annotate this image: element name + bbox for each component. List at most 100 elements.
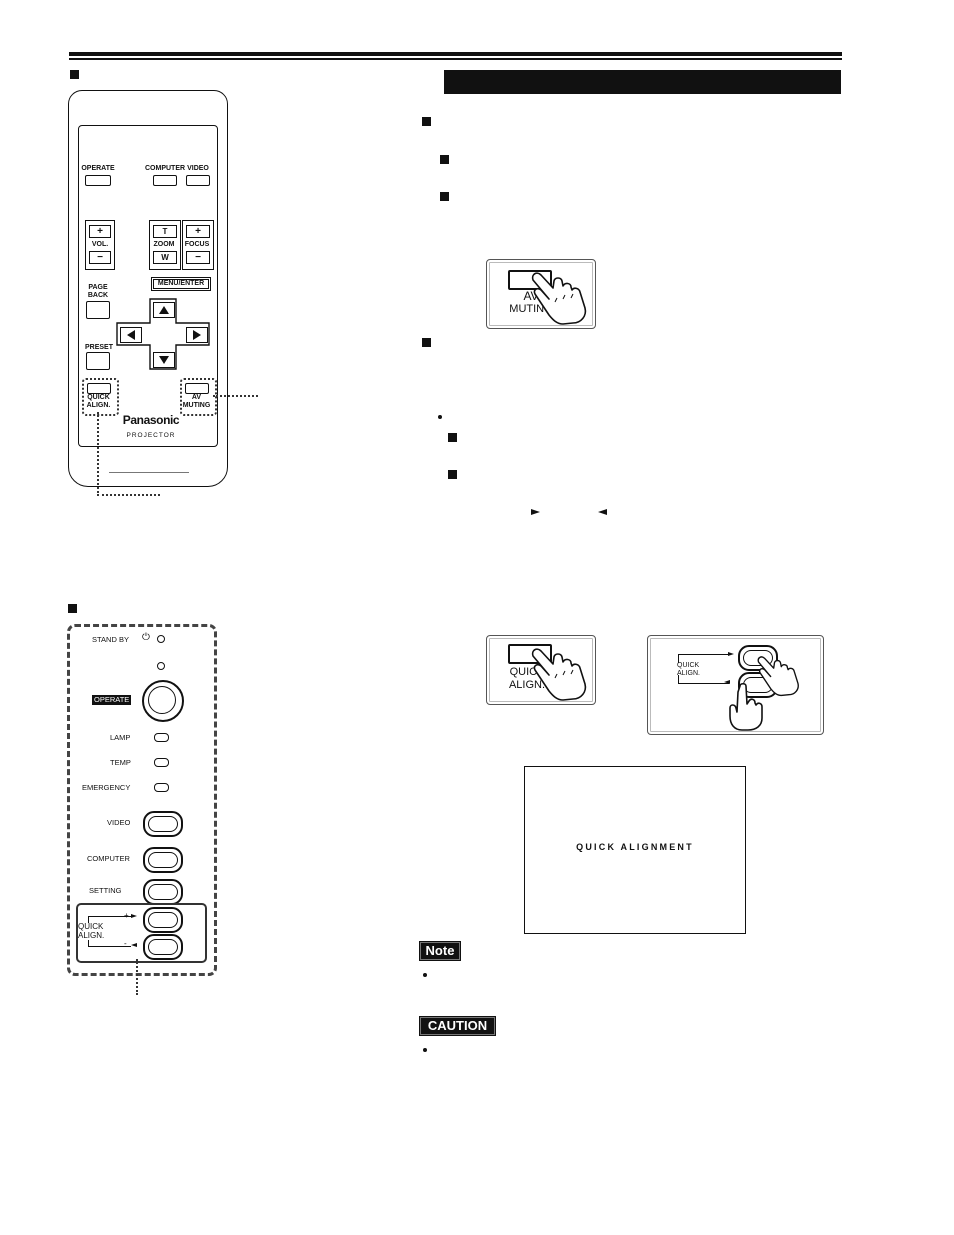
av-muting-highlight bbox=[180, 378, 217, 416]
emergency-indicator bbox=[154, 783, 169, 792]
panel-quick-align-highlight bbox=[76, 903, 207, 963]
menu-enter-button[interactable]: MENU/ENTER bbox=[151, 277, 211, 291]
preset-button[interactable] bbox=[86, 352, 110, 370]
panel-video-button[interactable] bbox=[143, 811, 183, 837]
remote-bottom-line bbox=[109, 472, 189, 473]
quick-align-button[interactable] bbox=[87, 383, 111, 394]
focus-minus-button[interactable]: − bbox=[186, 251, 210, 264]
zoom-t-button[interactable]: T bbox=[153, 225, 177, 238]
left-arrow-button[interactable] bbox=[120, 327, 142, 343]
computer-button[interactable] bbox=[153, 175, 177, 186]
av-muting-leader-line bbox=[213, 395, 258, 397]
down-arrow-icon bbox=[159, 356, 169, 364]
callout-muting-label: MUTING bbox=[509, 303, 553, 315]
callout-bracket-top bbox=[678, 654, 729, 663]
remote-align-label: ALIGN. bbox=[86, 402, 111, 409]
page-label: PAGE bbox=[88, 284, 108, 291]
callout-minus-arrow-icon bbox=[724, 680, 730, 684]
caution-label: CAUTION bbox=[419, 1016, 496, 1036]
note-label: Note bbox=[419, 941, 461, 961]
setting-label: SETTING bbox=[89, 886, 122, 895]
remote-quick-label: QUICK bbox=[87, 394, 110, 401]
pointing-hand-icon bbox=[531, 272, 587, 325]
panel-minus-symbol: - bbox=[124, 939, 127, 948]
remote-computer-label: COMPUTER bbox=[145, 165, 186, 172]
section-square-2b bbox=[448, 470, 457, 479]
vol-minus-button[interactable]: − bbox=[89, 251, 111, 264]
panel-align-label: ALIGN. bbox=[78, 931, 105, 940]
panel-quick-align-minus-button[interactable] bbox=[143, 934, 183, 960]
callout-plus-arrow-icon bbox=[728, 652, 734, 656]
standby-indicator bbox=[157, 635, 165, 643]
panel-operate-button[interactable] bbox=[142, 680, 184, 722]
up-arrow-button[interactable] bbox=[153, 302, 175, 318]
panel-operate-label: OPERATE bbox=[92, 695, 132, 705]
header-rule-thin bbox=[69, 58, 842, 60]
section-square-2 bbox=[422, 338, 431, 347]
panel-minus-arrow-icon bbox=[131, 943, 137, 947]
panel-quick-align-callout: QUICK ALIGN. bbox=[647, 635, 824, 735]
quick-align-highlight bbox=[82, 378, 119, 416]
back-label: BACK bbox=[87, 292, 109, 299]
standby-label: STAND BY bbox=[92, 635, 129, 644]
vol-plus-button[interactable]: + bbox=[89, 225, 111, 238]
setting-button[interactable] bbox=[143, 879, 183, 905]
vol-group bbox=[85, 220, 115, 270]
panel-quick-align-plus-button[interactable] bbox=[143, 907, 183, 933]
section-title-bar bbox=[444, 70, 841, 94]
callout-plus-button bbox=[738, 645, 778, 671]
page-back-button[interactable] bbox=[86, 301, 110, 319]
panel-operate-button-inner bbox=[148, 686, 176, 714]
quick-align-leader-v bbox=[97, 412, 99, 496]
av-muting-button[interactable] bbox=[185, 383, 209, 394]
zoom-label: ZOOM bbox=[153, 241, 175, 248]
panel-video-label: VIDEO bbox=[107, 818, 131, 827]
bullet-dot bbox=[438, 415, 442, 419]
section-square-panel bbox=[68, 604, 77, 613]
left-arrow-icon bbox=[598, 509, 607, 515]
av-muting-callout: AV MUTING bbox=[486, 259, 596, 329]
remote-av-label: AV bbox=[191, 394, 202, 401]
focus-label: FOCUS bbox=[184, 241, 210, 248]
panel-quick-bracket-bottom bbox=[88, 940, 131, 947]
control-panel-outline bbox=[67, 624, 217, 976]
temp-label: TEMP bbox=[110, 758, 131, 767]
operate-button[interactable] bbox=[85, 175, 111, 186]
focus-plus-button[interactable]: + bbox=[186, 225, 210, 238]
section-square-1a bbox=[440, 155, 449, 164]
panel-computer-button[interactable] bbox=[143, 847, 183, 873]
zoom-group bbox=[149, 220, 181, 270]
quick-align-leader-h bbox=[97, 494, 160, 496]
remote-brand-logo: Panasonic bbox=[122, 413, 180, 427]
up-arrow-icon bbox=[159, 306, 169, 314]
emergency-label: EMERGENCY bbox=[82, 783, 131, 792]
screen-preview bbox=[524, 766, 746, 934]
power-icon: ⏻ bbox=[142, 632, 150, 643]
pointing-hand-icon bbox=[757, 656, 799, 697]
panel-quick-bracket-top bbox=[88, 916, 131, 923]
callout-quick-button bbox=[508, 644, 552, 664]
video-button[interactable] bbox=[186, 175, 210, 186]
section-square-1 bbox=[422, 117, 431, 126]
remote-control bbox=[68, 90, 228, 487]
callout-av-button bbox=[508, 270, 552, 290]
screen-quick-alignment-text: QUICK ALIGNMENT bbox=[576, 842, 694, 852]
lamp-indicator bbox=[154, 733, 169, 742]
down-arrow-button[interactable] bbox=[153, 352, 175, 368]
caution-bullet-dot bbox=[423, 1048, 427, 1052]
note-bullet-dot bbox=[423, 973, 427, 977]
panel-computer-label: COMPUTER bbox=[87, 854, 130, 863]
panel-quick-label: QUICK bbox=[78, 922, 104, 931]
remote-muting-label: MUTING bbox=[182, 402, 211, 409]
zoom-w-button[interactable]: W bbox=[153, 251, 177, 264]
quick-align-callout: QUICK ALIGN. bbox=[486, 635, 596, 705]
pointing-hand-icon bbox=[531, 648, 587, 701]
dpad bbox=[116, 298, 210, 370]
section-square-2a bbox=[448, 433, 457, 442]
remote-video-label: VIDEO bbox=[187, 165, 209, 172]
callout-panel-quick-label: QUICK bbox=[677, 662, 700, 669]
callout-align-label: ALIGN. bbox=[508, 679, 546, 691]
right-triangle-icon bbox=[193, 330, 201, 340]
right-arrow-button[interactable] bbox=[186, 327, 208, 343]
right-arrow-icon bbox=[531, 509, 540, 515]
